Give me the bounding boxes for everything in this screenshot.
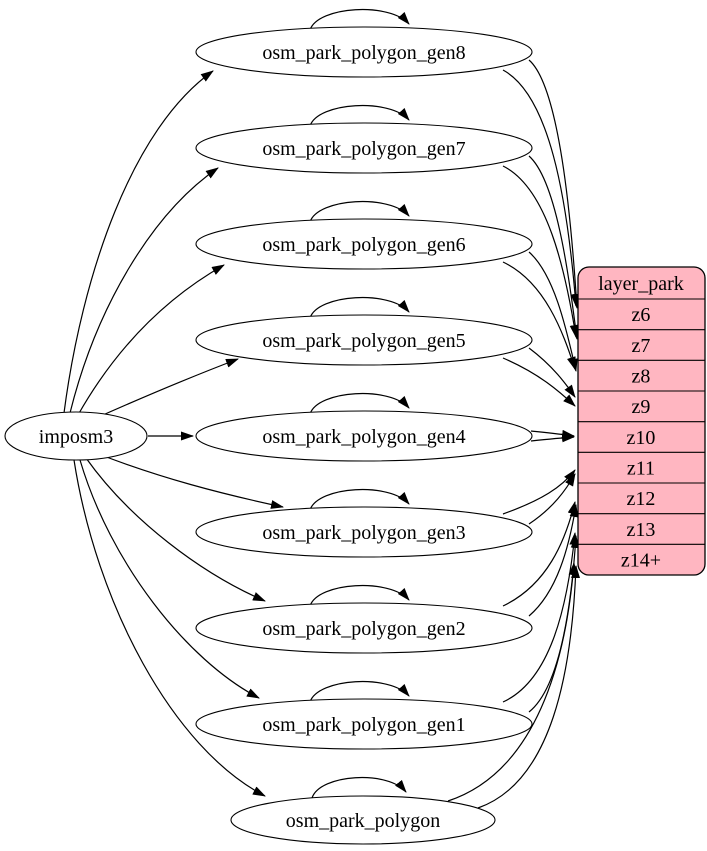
zoom-row-z9: z9 xyxy=(632,396,651,418)
edge-imposm3-gen1 xyxy=(79,459,260,699)
edge-imposm3-osm-park-polygon xyxy=(73,459,266,797)
gen1-ellipse xyxy=(195,698,533,750)
table-node-gen4: osm_park_polygon_gen4 xyxy=(195,410,533,462)
zoom-row-z10: z10 xyxy=(627,427,656,449)
self-loop-gen2 xyxy=(309,585,410,607)
edge-gen2-z12-a xyxy=(528,504,579,617)
edge-gen1-z13-a xyxy=(528,535,580,713)
self-loop-gen4 xyxy=(309,393,410,415)
edge-gen4-z10-b xyxy=(530,433,575,443)
edge-gen7-z7-b xyxy=(528,155,580,340)
edge-imposm3-gen8 xyxy=(63,70,214,414)
gen8-ellipse xyxy=(195,26,533,78)
gen7-label: osm_park_polygon_gen7 xyxy=(262,138,465,160)
edge-gen8-z6-b xyxy=(528,59,581,309)
gen6-ellipse xyxy=(195,218,533,270)
edge-imposm3-gen5 xyxy=(93,358,239,420)
gen3-label: osm_park_polygon_gen3 xyxy=(262,522,465,544)
edge-gen6-z8-b xyxy=(528,251,578,372)
gen8-label: osm_park_polygon_gen8 xyxy=(262,42,465,64)
edge-gen1-z13-b xyxy=(502,532,579,703)
self-loop-gen1 xyxy=(309,681,410,703)
edge-gen5-z9-b xyxy=(502,357,576,407)
edge-gen2-z12-b xyxy=(502,501,577,607)
table-node-gen6: osm_park_polygon_gen6 xyxy=(195,218,533,270)
zoom-row-z13: z13 xyxy=(627,519,656,541)
table-node-gen2: osm_park_polygon_gen2 xyxy=(195,602,533,654)
zoom-row-z11: z11 xyxy=(627,458,655,480)
edges-to-layer-park xyxy=(447,59,581,809)
table-node-osm-park-polygon: osm_park_polygon xyxy=(230,795,496,845)
edge-gen3-z11-a xyxy=(528,473,576,525)
imposm3-ellipse xyxy=(4,411,148,461)
edge-imposm3-gen6 xyxy=(77,264,225,416)
layer-park-body xyxy=(577,266,706,576)
edge-osm-park-polygon-z14-a xyxy=(477,565,581,809)
imposm3-node: imposm3 xyxy=(4,411,148,461)
gen7-ellipse xyxy=(195,122,533,174)
gen6-label: osm_park_polygon_gen6 xyxy=(262,234,465,256)
table-node-gen7: osm_park_polygon_gen7 xyxy=(195,122,533,174)
table-node-gen3: osm_park_polygon_gen3 xyxy=(195,506,533,558)
self-loop-gen3 xyxy=(309,489,410,511)
gen4-label: osm_park_polygon_gen4 xyxy=(262,426,465,448)
edge-gen6-z8-a xyxy=(502,261,576,370)
gen4-ellipse xyxy=(195,410,533,462)
edges-imposm3-fan xyxy=(63,70,284,797)
zoom-row-z12: z12 xyxy=(627,488,656,510)
edge-osm-park-polygon-z14-b xyxy=(447,562,578,802)
gen5-label: osm_park_polygon_gen5 xyxy=(262,330,465,352)
self-loop-gen5 xyxy=(309,297,410,319)
edge-gen4-z10-a xyxy=(530,429,575,439)
zoom-row-z14: z14+ xyxy=(621,550,661,572)
osm-park-polygon-label: osm_park_polygon xyxy=(286,810,440,832)
gen3-ellipse xyxy=(195,506,533,558)
layer-park-title: layer_park xyxy=(598,273,684,295)
gen2-ellipse xyxy=(195,602,533,654)
self-loop-gen6 xyxy=(309,201,410,223)
edge-imposm3-gen2 xyxy=(85,457,266,602)
edge-gen5-z9-a xyxy=(528,347,576,398)
self-loop-gen7 xyxy=(309,105,410,127)
self-loops xyxy=(309,9,410,799)
table-node-gen1: osm_park_polygon_gen1 xyxy=(195,698,533,750)
gen2-label: osm_park_polygon_gen2 xyxy=(262,618,465,640)
table-node-gen8: osm_park_polygon_gen8 xyxy=(195,26,533,78)
imposm3-label: imposm3 xyxy=(39,426,113,448)
osm-park-polygon-ellipse xyxy=(230,795,496,845)
self-loop-gen8 xyxy=(309,9,410,31)
edge-gen3-z11-b xyxy=(502,469,576,515)
table-node-gen5: osm_park_polygon_gen5 xyxy=(195,314,533,366)
zoom-row-z6: z6 xyxy=(632,304,651,326)
edge-imposm3-gen7 xyxy=(69,167,219,414)
edge-gen7-z7-a xyxy=(502,165,579,338)
gen5-ellipse xyxy=(195,314,533,366)
layer-park-table: layer_park z6 z7 z8 z9 z10 z11 z12 z13 z… xyxy=(577,266,706,576)
edge-imposm3-gen3 xyxy=(95,452,284,509)
gen1-label: osm_park_polygon_gen1 xyxy=(262,714,465,736)
edge-gen8-z6-a xyxy=(502,69,580,307)
self-loop-osm-park-polygon xyxy=(311,777,407,799)
zoom-row-z8: z8 xyxy=(632,366,651,388)
zoom-row-z7: z7 xyxy=(632,335,651,357)
